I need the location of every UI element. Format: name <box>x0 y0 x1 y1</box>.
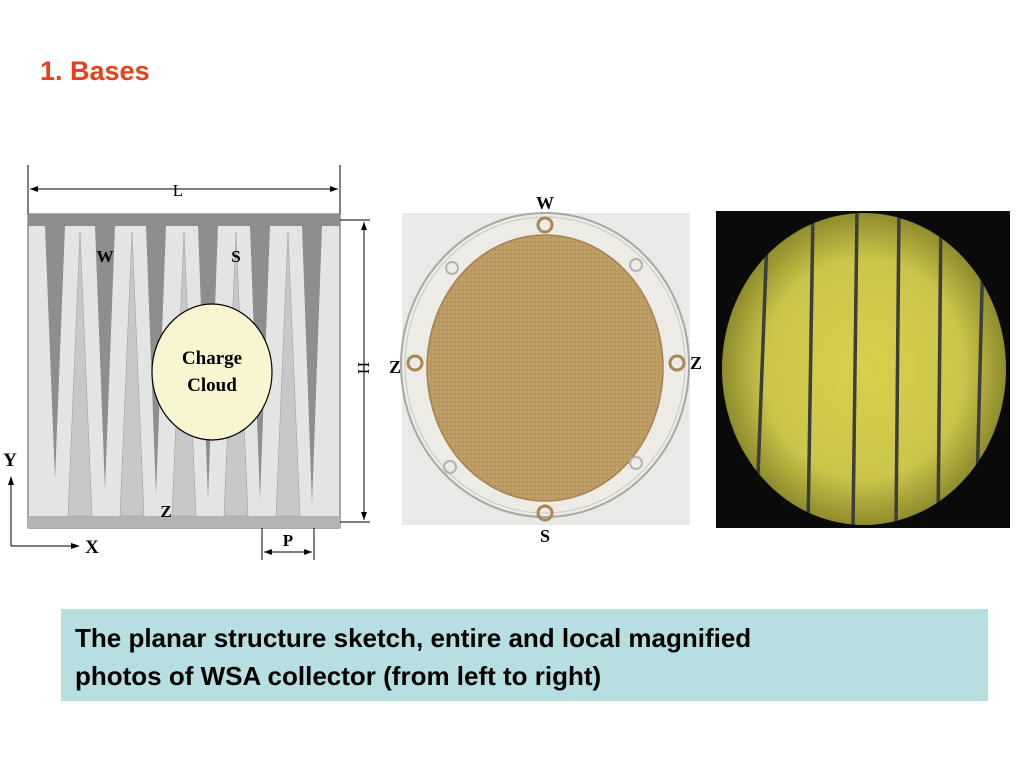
arrow-head <box>71 543 80 549</box>
electrode-w-label: W <box>97 247 114 266</box>
arrow-head <box>30 186 38 192</box>
photo-label-top: W <box>536 193 554 213</box>
collector-mesh <box>426 234 664 502</box>
magnified-field <box>722 213 1006 525</box>
electrodes-top <box>45 226 322 505</box>
contact-rings <box>406 216 686 522</box>
charge-cloud-label-line2: Cloud <box>187 375 237 396</box>
dimension-pitch-label: P <box>283 531 293 550</box>
mounting-holes <box>443 258 643 474</box>
charge-cloud-label-line1: Charge <box>182 348 242 369</box>
top-bus-bar <box>28 214 340 226</box>
caption-box: The planar structure sketch, entire and … <box>61 609 988 701</box>
photo-label-bottom: S <box>540 526 550 546</box>
arrow-head <box>361 512 367 520</box>
slide-title: 1. Bases <box>40 56 150 86</box>
electrode-z-label: Z <box>160 502 171 521</box>
bottom-bus-bar <box>28 516 340 528</box>
dimension-length-label: L <box>173 181 183 200</box>
axis-x-label: X <box>85 537 99 558</box>
collector-entire-photo: W S Z Z <box>390 193 702 546</box>
arrow-head <box>8 476 14 485</box>
arrow-head <box>304 549 312 555</box>
collector-magnified-photo <box>716 211 1010 528</box>
arrow-head <box>264 549 272 555</box>
arrow-head <box>330 186 338 192</box>
caption-line1: The planar structure sketch, entire and … <box>75 623 752 653</box>
planar-structure-sketch: L W S Z Charge Cloud H P Y <box>3 165 370 560</box>
photo-label-left: Z <box>390 357 401 377</box>
caption-line2: photos of WSA collector (from left to ri… <box>75 661 602 691</box>
dimension-height-label: H <box>354 362 370 374</box>
charge-cloud <box>151 303 273 441</box>
photo-label-right: Z <box>690 353 702 373</box>
electrode-s-label: S <box>231 247 240 266</box>
axis-y-label: Y <box>3 450 17 471</box>
arrow-head <box>361 222 367 230</box>
